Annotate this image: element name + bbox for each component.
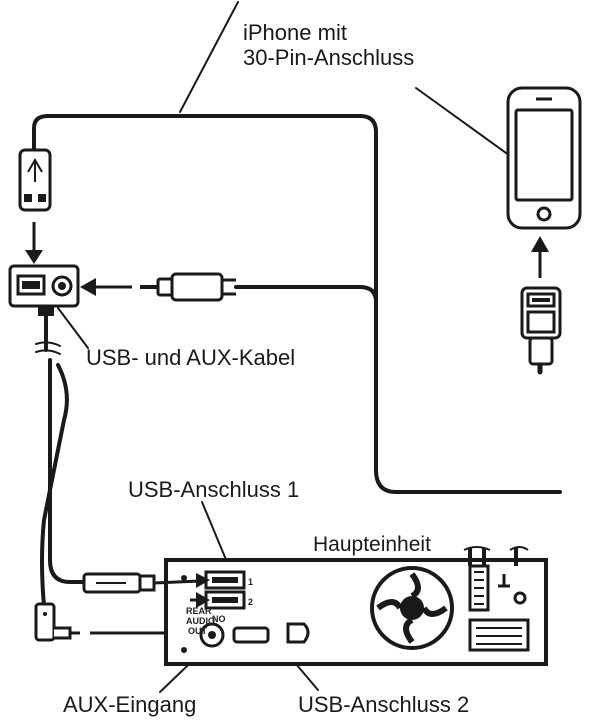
main-unit-rear-panel: REAR AUDIO OUT 1 2 NO	[153, 546, 548, 666]
rear-label-line3: OUT	[188, 626, 208, 636]
arrow-left-icon	[80, 278, 132, 296]
split-cable-b	[40, 363, 69, 608]
aux-plug-angled-icon	[34, 602, 80, 642]
usb-aux-socket-block	[8, 264, 80, 316]
no-mark: NO	[212, 614, 226, 624]
fan-icon	[370, 566, 454, 650]
iphone-label: iPhone mit 30-Pin-Anschluss	[243, 20, 414, 71]
arrow-up-icon	[531, 236, 549, 278]
port2-mark: 2	[248, 597, 253, 607]
arrow-down-icon	[25, 222, 43, 264]
usb-aux-cable-label: USB- und AUX-Kabel	[86, 345, 296, 370]
rear-label-line2: AUDIO	[186, 616, 215, 626]
usb-plug-icon	[18, 148, 52, 212]
dock-connector-icon	[520, 286, 562, 366]
aux-plug-icon	[140, 272, 236, 302]
usb-port-1-label: USB-Anschluss 1	[128, 477, 300, 502]
cable-break-mark	[35, 341, 61, 355]
usb-port-2-label: USB-Anschluss 2	[298, 692, 470, 717]
usb-cable-top	[32, 114, 562, 494]
usb-plug-horizontal-icon	[82, 572, 156, 594]
iphone-label-line1: iPhone mit	[243, 20, 347, 45]
port1-mark: 1	[248, 577, 253, 587]
callout-line-top	[179, 1, 239, 113]
aux-cable	[234, 285, 378, 304]
iphone-label-line2: 30-Pin-Anschluss	[243, 45, 415, 71]
rear-label-line1: REAR	[186, 606, 212, 616]
iphone-icon	[506, 86, 582, 230]
callout-line-usb-aux	[57, 307, 89, 349]
aux-input-label: AUX-Eingang	[63, 692, 197, 717]
main-unit-label: Haupteinheit	[313, 533, 431, 556]
